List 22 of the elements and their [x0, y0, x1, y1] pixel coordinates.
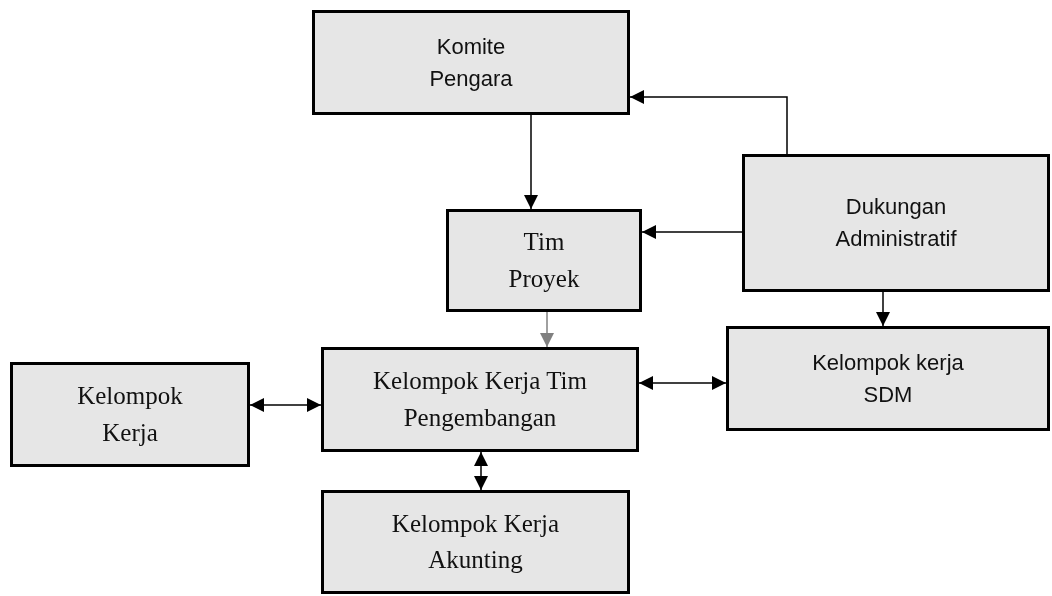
arrow	[474, 451, 488, 491]
arrow	[641, 225, 743, 239]
arrow	[540, 311, 554, 348]
arrow	[638, 376, 727, 390]
org-box	[312, 10, 630, 115]
arrow	[524, 114, 538, 210]
org-box	[446, 209, 642, 312]
box-label: Kelompok Kerja Akunting	[390, 508, 561, 575]
org-box	[726, 326, 1050, 431]
box-label: Tim Proyek	[507, 227, 581, 294]
arrow	[629, 90, 788, 155]
arrow	[876, 291, 890, 327]
org-box	[321, 347, 639, 452]
org-box	[10, 362, 250, 467]
box-label: Dukungan Administratif	[834, 193, 958, 253]
box-label: Komite Pengara	[428, 32, 514, 93]
box-label: Kelompok Kerja	[76, 381, 184, 448]
box-label: Kelompok Kerja Tim Pengembangan	[372, 366, 588, 433]
org-box	[321, 490, 630, 594]
org-box	[742, 154, 1050, 292]
box-label: Kelompok kerja SDM	[811, 348, 965, 409]
arrow	[249, 398, 322, 412]
